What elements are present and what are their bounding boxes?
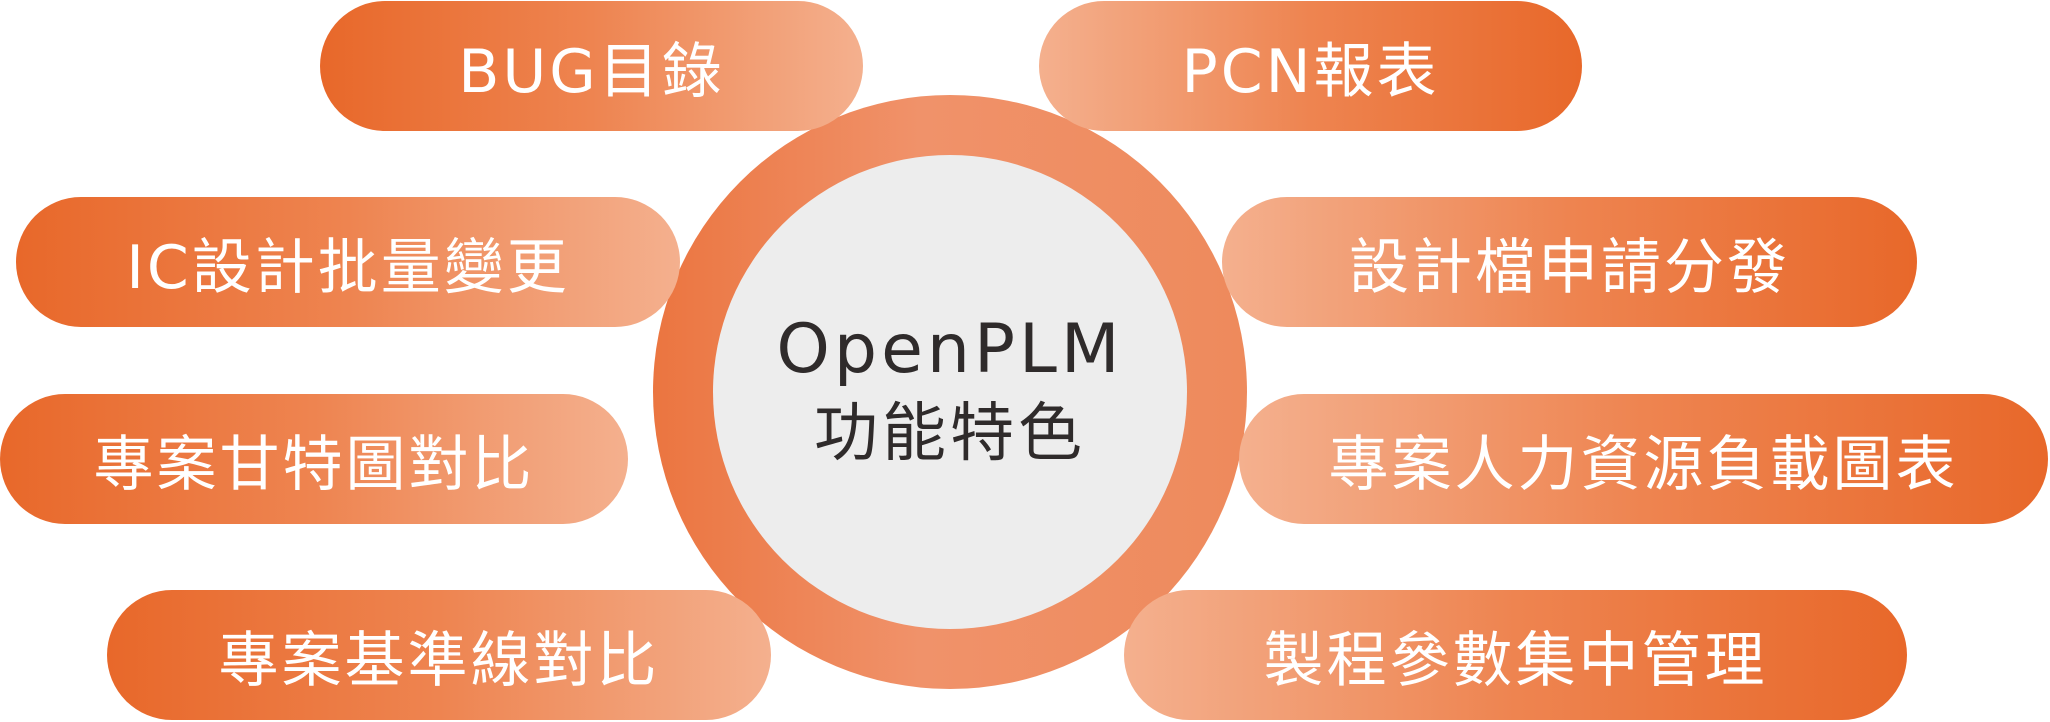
center-subtitle: 功能特色	[814, 397, 1086, 471]
feature-baseline-compare: 專案基準線對比	[107, 590, 771, 720]
center-title: OpenPLM	[776, 310, 1124, 389]
feature-pcn-report: PCN報表	[1039, 1, 1582, 131]
feature-ic-batch-change: IC設計批量變更	[16, 197, 680, 327]
feature-gantt-compare: 專案甘特圖對比	[0, 394, 628, 524]
feature-resource-load-chart: 專案人力資源負載圖表	[1239, 394, 2048, 524]
feature-design-file-distribution: 設計檔申請分發	[1222, 197, 1917, 327]
center-circle: OpenPLM 功能特色	[713, 155, 1187, 629]
feature-bug-list: BUG目錄	[320, 1, 863, 131]
feature-process-parameter-management: 製程參數集中管理	[1124, 590, 1907, 720]
